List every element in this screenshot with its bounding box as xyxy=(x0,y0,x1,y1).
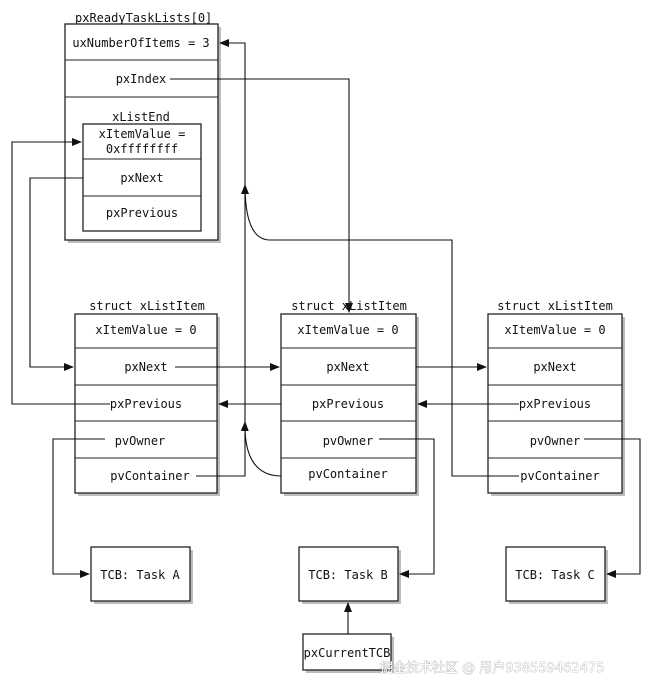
ready-list-number-of-items: uxNumberOfItems = 3 xyxy=(72,36,209,50)
list-item-a-next: pxNext xyxy=(124,360,167,374)
item-c-owner-arrow xyxy=(584,438,641,578)
list-item-c-owner: pvOwner xyxy=(530,434,581,448)
task-c-label: TCB: Task C xyxy=(515,568,594,582)
item-a-previous-arrow xyxy=(11,138,110,405)
task-c-tcb: TCB: Task C xyxy=(505,546,608,604)
list-end-value-line2: 0xffffffff xyxy=(106,142,178,156)
current-tcb-label: pxCurrentTCB xyxy=(304,646,391,660)
item-b-owner-arrow xyxy=(379,438,435,578)
list-item-b-next: pxNext xyxy=(326,360,369,374)
current-tcb: pxCurrentTCB xyxy=(302,633,394,673)
pointer-arrows xyxy=(11,39,641,634)
task-a-label: TCB: Task A xyxy=(100,568,180,582)
list-item-c-title: struct xListItem xyxy=(497,299,613,313)
index-pointer-arrow xyxy=(170,78,353,313)
list-item-b: struct xListItem xItemValue = 0 pxNext p… xyxy=(280,299,419,496)
list-item-c-value: xItemValue = 0 xyxy=(504,323,605,337)
item-a-container-arrow xyxy=(196,39,246,477)
ready-list-title: pxReadyTaskLists[0] xyxy=(75,11,212,25)
list-item-b-container: pvContainer xyxy=(308,467,387,481)
list-item-c-previous: pxPrevious xyxy=(519,397,591,411)
list-end-next: pxNext xyxy=(120,171,163,185)
ready-list: pxReadyTaskLists[0] uxNumberOfItems = 3 … xyxy=(64,11,221,243)
list-item-a-title: struct xListItem xyxy=(89,299,205,313)
task-b-label: TCB: Task B xyxy=(308,568,387,582)
item-b-container-arrow xyxy=(240,421,282,477)
item-a-owner-arrow xyxy=(52,438,105,578)
task-b-tcb: TCB: Task B xyxy=(298,546,401,604)
list-item-a-previous: pxPrevious xyxy=(110,397,182,411)
list-item-c: struct xListItem xItemValue = 0 pxNext p… xyxy=(487,299,625,496)
list-item-b-previous: pxPrevious xyxy=(312,397,384,411)
task-a-tcb: TCB: Task A xyxy=(90,546,193,604)
list-end-next-arrow xyxy=(29,177,83,371)
item-c-container-arrow xyxy=(241,184,519,477)
list-end-value-line1: xItemValue = xyxy=(99,127,186,141)
list-item-a-owner: pvOwner xyxy=(115,434,166,448)
ready-list-index: pxIndex xyxy=(116,72,167,86)
list-item-b-owner: pvOwner xyxy=(323,434,374,448)
list-item-b-value: xItemValue = 0 xyxy=(297,323,398,337)
list-end: xItemValue = 0xffffffff pxNext pxPreviou… xyxy=(82,123,202,232)
list-item-a-value: xItemValue = 0 xyxy=(95,323,196,337)
list-end-title: xListEnd xyxy=(112,110,170,124)
list-item-c-next: pxNext xyxy=(533,360,576,374)
list-item-a-container: pvContainer xyxy=(110,469,189,483)
list-end-previous: pxPrevious xyxy=(106,206,178,220)
list-item-a: struct xListItem xItemValue = 0 pxNext p… xyxy=(74,299,220,496)
list-item-c-container: pvContainer xyxy=(520,469,599,483)
watermark: 掘金技术社区 @ 用户938559462475 xyxy=(380,660,605,676)
